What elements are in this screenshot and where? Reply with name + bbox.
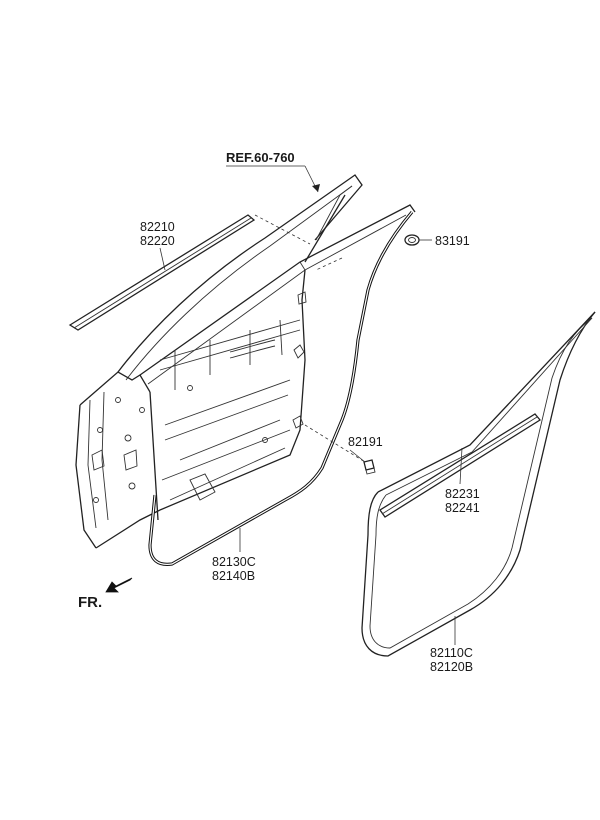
part-label-82231: 82231	[445, 487, 480, 501]
grommet-83191	[404, 234, 420, 246]
part-label-82110c: 82110C	[430, 646, 473, 660]
part-label-82120b: 82120B	[430, 660, 473, 674]
part-label-82220: 82220	[140, 234, 175, 248]
part-label-82210: 82210	[140, 220, 175, 234]
front-direction-arrow-icon	[105, 577, 133, 593]
belt-moulding-strip	[68, 214, 256, 331]
front-direction-label: FR.	[78, 594, 102, 611]
door-frame-assembly	[75, 174, 416, 549]
part-label-82191: 82191	[348, 435, 383, 449]
part-label-82130c: 82130C	[212, 555, 256, 569]
part-label-82140b: 82140B	[212, 569, 255, 583]
leader-lines	[159, 165, 463, 645]
part-label-83191: 83191	[435, 234, 470, 248]
clip-82191	[363, 459, 376, 475]
door-side-weatherstrip	[148, 210, 414, 566]
body-side-weatherstrip	[361, 311, 596, 657]
scuff-moulding-strip	[379, 413, 541, 518]
ref-label: REF.60-760	[226, 150, 295, 165]
part-label-82241: 82241	[445, 501, 480, 515]
